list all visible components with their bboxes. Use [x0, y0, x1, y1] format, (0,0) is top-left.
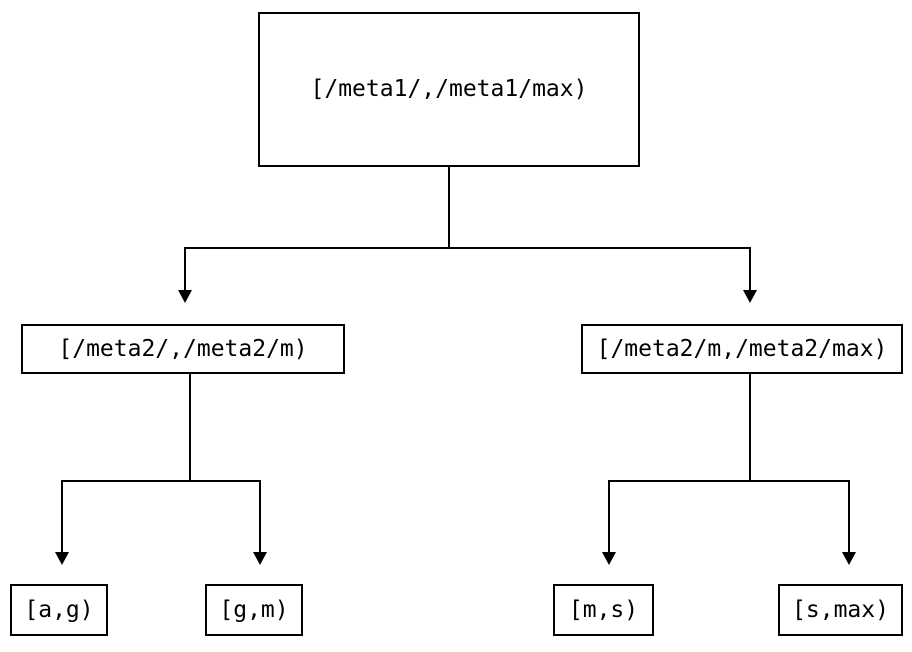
edge-mid-right-to-leaf4-drop [848, 480, 850, 553]
node-mid-right-label: [/meta2/m,/meta2/max) [596, 335, 888, 362]
node-mid-left[interactable]: [/meta2/,/meta2/m) [21, 324, 345, 374]
edge-root-to-mid-left-drop [184, 247, 186, 291]
edge-mid-left-to-leaf1-drop [61, 480, 63, 553]
arrowhead-mid-right-to-leaf3-icon [602, 552, 616, 565]
edge-mid-left-stem [189, 374, 191, 482]
node-leaf-4[interactable]: [s,max) [778, 584, 903, 636]
edge-mid-left-crossbar [62, 480, 261, 482]
edge-root-to-mid-right-drop [749, 247, 751, 291]
edge-root-stem [448, 167, 450, 249]
node-mid-right[interactable]: [/meta2/m,/meta2/max) [581, 324, 903, 374]
node-leaf-2-label: [g,m) [219, 596, 289, 623]
node-leaf-2[interactable]: [g,m) [205, 584, 303, 636]
arrowhead-mid-left-to-leaf2-icon [253, 552, 267, 565]
edge-mid-right-crossbar [609, 480, 850, 482]
edge-mid-left-to-leaf2-drop [259, 480, 261, 553]
arrowhead-root-to-mid-left-icon [178, 290, 192, 303]
arrowhead-mid-left-to-leaf1-icon [55, 552, 69, 565]
node-leaf-1-label: [a,g) [24, 596, 94, 623]
node-root[interactable]: [/meta1/,/meta1/max) [258, 12, 640, 167]
node-leaf-3[interactable]: [m,s) [553, 584, 654, 636]
edge-mid-right-to-leaf3-drop [608, 480, 610, 553]
node-leaf-3-label: [m,s) [568, 596, 639, 623]
node-leaf-4-label: [s,max) [792, 596, 889, 623]
arrowhead-mid-right-to-leaf4-icon [842, 552, 856, 565]
edge-root-crossbar [185, 247, 751, 249]
arrowhead-root-to-mid-right-icon [743, 290, 757, 303]
edge-mid-right-stem [749, 374, 751, 482]
node-leaf-1[interactable]: [a,g) [10, 584, 108, 636]
node-mid-left-label: [/meta2/,/meta2/m) [58, 335, 308, 362]
node-root-label: [/meta1/,/meta1/max) [310, 76, 588, 102]
